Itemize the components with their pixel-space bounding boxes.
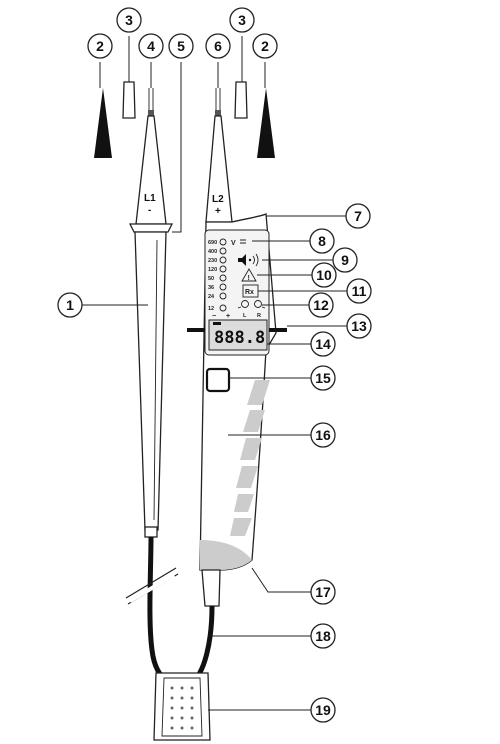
callout-6: 6	[205, 33, 231, 59]
callout-18: 18	[310, 623, 336, 649]
svg-text:16: 16	[315, 427, 331, 443]
probe-cap-left	[94, 88, 112, 158]
volt-unit-label: V	[231, 240, 236, 247]
connection-cable	[125, 536, 215, 689]
svg-text:36: 36	[208, 285, 214, 291]
svg-text:15: 15	[315, 370, 331, 386]
svg-text:9: 9	[341, 252, 349, 268]
left-finger-guard	[128, 223, 174, 233]
tip-protector-right	[234, 81, 248, 119]
callout-17: 17	[310, 579, 336, 605]
led-indicator	[219, 292, 227, 300]
svg-text:230: 230	[208, 258, 217, 264]
led-indicator	[219, 247, 227, 255]
svg-text:400: 400	[208, 249, 217, 255]
leader-lines	[82, 36, 347, 711]
callout-3: 3	[116, 7, 142, 33]
svg-text:8: 8	[318, 233, 326, 249]
svg-text:690: 690	[208, 240, 217, 246]
callout-12: 12	[308, 292, 334, 318]
callout-16: 16	[310, 422, 336, 448]
svg-text:3: 3	[238, 12, 246, 28]
right-probe-tip-collar	[215, 110, 221, 116]
callout-10: 10	[311, 262, 337, 288]
led-indicator	[219, 238, 227, 246]
housing-tail	[201, 569, 221, 607]
callout-3: 3	[229, 7, 255, 33]
led-indicator	[219, 283, 227, 291]
voltage-led-scale: 690 400 230 120 50 36 24 12	[208, 238, 227, 312]
callout-7: 7	[345, 203, 371, 229]
callout-1: 1	[57, 292, 83, 318]
svg-text:14: 14	[315, 336, 331, 352]
callout-4: 4	[138, 33, 164, 59]
callout-8: 8	[309, 228, 335, 254]
svg-text:50: 50	[208, 276, 214, 282]
svg-text:12: 12	[208, 306, 214, 312]
grip-pattern	[230, 380, 270, 536]
left-probe: L1 -	[128, 88, 174, 538]
left-probe-body	[134, 231, 167, 531]
svg-text:5: 5	[177, 38, 185, 54]
ac-dc-symbol	[240, 239, 246, 244]
warning-triangle-icon: !	[241, 268, 257, 282]
contact-electrode-left	[187, 328, 205, 332]
svg-text:24: 24	[208, 294, 215, 300]
callout-11: 11	[346, 278, 372, 304]
test-button[interactable]	[205, 367, 231, 393]
svg-text:2: 2	[261, 38, 269, 54]
callout-9: 9	[332, 247, 358, 273]
right-probe-label: L2	[212, 194, 224, 205]
svg-text:12: 12	[313, 297, 329, 313]
svg-text:6: 6	[214, 38, 222, 54]
svg-text:10: 10	[316, 267, 332, 283]
tip-protector-left	[122, 81, 136, 119]
callout-5: 5	[168, 33, 194, 59]
left-probe-tip-collar	[148, 110, 154, 116]
rotation-field-icon	[237, 300, 266, 309]
callout-2: 2	[87, 33, 113, 59]
svg-text:3: 3	[125, 12, 133, 28]
svg-text:13: 13	[351, 318, 367, 334]
svg-text:1: 1	[66, 297, 74, 313]
rx-symbol: Rx	[245, 289, 254, 296]
svg-text:19: 19	[315, 702, 331, 718]
svg-text:7: 7	[354, 208, 362, 224]
svg-text:!: !	[248, 275, 250, 282]
led-indicator	[219, 265, 227, 273]
buzzer-icon	[238, 253, 259, 267]
svg-text:11: 11	[352, 283, 367, 299]
right-probe-main-unit: L2 + 690 400 230 120 50 36 24 12 V	[187, 88, 287, 607]
rotation-right-label: R	[257, 313, 261, 319]
contact-electrode-right	[269, 328, 287, 332]
probe-cap-right	[257, 88, 275, 158]
probe-holder	[153, 672, 211, 741]
svg-text:17: 17	[315, 584, 331, 600]
svg-text:120: 120	[208, 267, 217, 273]
right-probe-polarity: +	[215, 206, 221, 217]
callout-14: 14	[310, 331, 336, 357]
callout-2: 2	[252, 33, 278, 59]
svg-text:4: 4	[147, 38, 155, 54]
rotation-left-label: L	[243, 313, 247, 319]
polarity-plus: +	[226, 313, 230, 320]
left-probe-polarity: -	[148, 205, 151, 216]
svg-text:2: 2	[96, 38, 104, 54]
right-probe-tip	[215, 88, 221, 112]
lcd-value: 888.8	[214, 328, 265, 348]
left-probe-label: L1	[144, 193, 156, 204]
callout-15: 15	[310, 365, 336, 391]
svg-text:18: 18	[315, 628, 331, 644]
led-indicator	[219, 304, 227, 312]
callout-19: 19	[310, 697, 336, 723]
led-indicator	[219, 274, 227, 282]
led-indicator	[219, 256, 227, 264]
callout-13: 13	[346, 313, 372, 339]
polarity-minus: −	[212, 313, 216, 320]
left-probe-tip	[148, 88, 154, 112]
